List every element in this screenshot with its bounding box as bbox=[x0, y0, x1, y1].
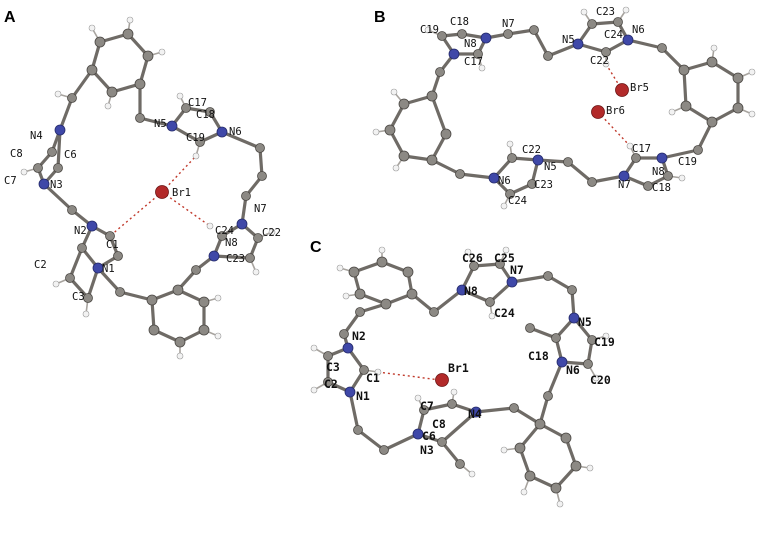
label-b-c24-bottom: C24 bbox=[508, 195, 527, 207]
panel-a-benzene-top bbox=[70, 19, 163, 120]
label-c-br1: Br1 bbox=[448, 361, 469, 375]
label-a-c17: C17 bbox=[188, 97, 207, 109]
panel-a-atoms bbox=[20, 16, 276, 360]
label-a-c8: C8 bbox=[10, 148, 23, 160]
panel-b-letter: B bbox=[374, 9, 386, 26]
panel-a-letter: A bbox=[4, 9, 16, 26]
label-c-n8: N8 bbox=[464, 284, 478, 298]
label-c-n7: N7 bbox=[510, 263, 524, 277]
label-b-n7-bottom: N7 bbox=[618, 179, 631, 191]
label-b-c22-bottom: C22 bbox=[522, 144, 541, 156]
label-c-c7: C7 bbox=[420, 399, 434, 413]
label-b-n6-top: N6 bbox=[632, 24, 645, 36]
label-a-n5: N5 bbox=[154, 118, 167, 130]
label-a-n7: N7 bbox=[254, 203, 267, 215]
label-b-n6-bottom: N6 bbox=[498, 175, 511, 187]
label-a-c3: C3 bbox=[72, 291, 85, 303]
label-b-c24-top: C24 bbox=[604, 29, 623, 41]
panel-b-atoms bbox=[372, 6, 756, 210]
panel-c-labels: C26 C25 N7 N8 C24 N2 N5 C19 C18 N6 C20 C… bbox=[324, 251, 615, 457]
label-c-n2: N2 bbox=[352, 329, 366, 343]
label-c-c18: C18 bbox=[528, 349, 549, 363]
label-a-n6: N6 bbox=[229, 126, 242, 138]
label-b-n7-top: N7 bbox=[502, 18, 515, 30]
label-b-c18-top: C18 bbox=[450, 16, 469, 28]
panel-c-benzene-bottom bbox=[503, 406, 591, 505]
panel-a: A bbox=[4, 9, 281, 360]
label-c-c3: C3 bbox=[326, 360, 340, 374]
label-c-c2: C2 bbox=[324, 377, 338, 391]
panel-c-letter: C bbox=[310, 239, 322, 256]
label-c-c26: C26 bbox=[462, 251, 483, 265]
label-a-c22: C22 bbox=[262, 227, 281, 239]
label-c-n1: N1 bbox=[356, 389, 370, 403]
label-c-c19: C19 bbox=[594, 335, 615, 349]
panel-b-labels: C19 C18 N7 N8 C17 N5 C23 N6 C24 C22 Br5 … bbox=[420, 6, 697, 207]
label-b-c19-bottom: C19 bbox=[678, 156, 697, 168]
label-a-c23: C23 bbox=[226, 253, 245, 265]
label-a-c2: C2 bbox=[34, 259, 47, 271]
label-b-c17-top: C17 bbox=[464, 56, 483, 68]
label-a-c24: C24 bbox=[215, 225, 234, 237]
panel-a-labels: C17 C18 C19 N5 N6 N4 C8 C6 C7 N3 Br1 N7 … bbox=[4, 97, 281, 303]
panel-c-bromide bbox=[435, 373, 449, 387]
label-b-c23-top: C23 bbox=[596, 6, 615, 18]
label-c-n4: N4 bbox=[468, 407, 482, 421]
label-a-n3: N3 bbox=[50, 179, 63, 191]
label-a-n4: N4 bbox=[30, 130, 43, 142]
label-c-n6: N6 bbox=[566, 363, 580, 377]
label-b-n5-bottom: N5 bbox=[544, 161, 557, 173]
label-c-n5: N5 bbox=[578, 315, 592, 329]
label-b-c22-top: C22 bbox=[590, 55, 609, 67]
panel-b-imidazole-bottom-left bbox=[458, 143, 626, 207]
panel-b-benzene-left bbox=[375, 70, 462, 176]
label-a-n2: N2 bbox=[74, 225, 87, 237]
label-b-n8-bottom: N8 bbox=[652, 166, 665, 178]
panel-a-hydrogen-bonds bbox=[109, 155, 211, 237]
panel-b-bromide-br5 bbox=[615, 83, 629, 97]
label-b-c17-bottom: C17 bbox=[632, 143, 651, 155]
label-c-c24: C24 bbox=[494, 306, 515, 320]
label-b-br6: Br6 bbox=[606, 105, 625, 117]
panel-c-atoms bbox=[310, 246, 610, 508]
panel-b-bromide-br6 bbox=[591, 105, 605, 119]
label-b-n8-top: N8 bbox=[464, 38, 477, 50]
label-c-c20: C20 bbox=[590, 373, 611, 387]
label-c-c25: C25 bbox=[494, 251, 515, 265]
label-a-c7: C7 bbox=[4, 175, 17, 187]
label-b-br5: Br5 bbox=[630, 82, 649, 94]
panel-a-bromide bbox=[155, 185, 169, 199]
label-a-c6: C6 bbox=[64, 149, 77, 161]
label-a-n1: N1 bbox=[102, 263, 115, 275]
label-b-n5-top: N5 bbox=[562, 34, 575, 46]
label-b-c23-bottom: C23 bbox=[534, 179, 553, 191]
panel-b: B bbox=[372, 6, 756, 210]
panel-c-hydrogen-bonds bbox=[377, 371, 441, 381]
label-a-c1: C1 bbox=[106, 239, 119, 251]
label-c-c8: C8 bbox=[432, 417, 446, 431]
panel-a-imidazole-left bbox=[23, 93, 94, 228]
panel-c: C bbox=[310, 239, 615, 508]
label-a-c18: C18 bbox=[196, 109, 215, 121]
label-a-c19: C19 bbox=[186, 132, 205, 144]
label-a-br1: Br1 bbox=[172, 187, 191, 199]
label-b-c18-bottom: C18 bbox=[652, 182, 671, 194]
panel-c-imidazole-bottom bbox=[356, 391, 516, 475]
label-a-n8: N8 bbox=[225, 237, 238, 249]
label-c-c6: C6 bbox=[422, 429, 436, 443]
label-b-c19-top: C19 bbox=[420, 24, 439, 36]
label-c-n3: N3 bbox=[420, 443, 434, 457]
label-c-c1: C1 bbox=[366, 371, 380, 385]
